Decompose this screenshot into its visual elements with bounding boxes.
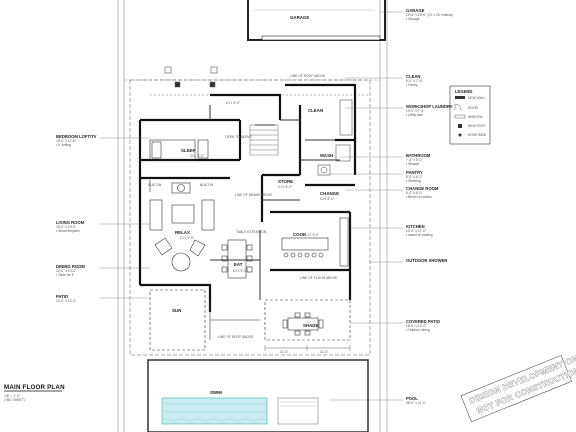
callout-detail: 16'-0" x 12'-0" (406, 324, 427, 328)
room-label-clean: CLEAN (308, 108, 323, 113)
callout-detail-2: • Island w/ seating (406, 233, 433, 237)
dining-table (221, 239, 253, 279)
site-lines (117, 0, 388, 432)
callout-detail-2: • Shower (406, 162, 420, 166)
callout-detail: 10'-0" x 14'-0" (56, 299, 77, 303)
cook-ceiling-height: C.H. 9'-0" (305, 233, 320, 237)
callout-detail-2: • Wood fireplace (56, 229, 80, 233)
upper-ceiling-height: C.H. 9'-0" (226, 101, 241, 105)
room-label-store: STORE (278, 179, 293, 184)
note-table-extension: TABLE EXTENSION (236, 230, 267, 234)
callout-detail: 38'-0" x 11'-0" (406, 401, 427, 405)
room-label-cook: COOK (293, 232, 307, 237)
dimension-line (264, 345, 351, 351)
bed (149, 139, 209, 161)
room-label-relax: RELAX (175, 230, 190, 235)
legend-item-0: NEW WALL (468, 96, 486, 100)
callout-title: CHANGE ROOM (406, 186, 439, 191)
living-furniture (149, 180, 215, 272)
kitchen-island (281, 217, 349, 267)
note-line-of-beams-above: LINE OF BEAMS ABOVE (235, 193, 273, 197)
callout-detail: 10'-0" x 7'-6" (406, 109, 425, 113)
callout-title: KITCHEN (406, 224, 425, 229)
drawing-scale: 1/8" = 1'-0" (4, 394, 21, 398)
drawing-sheet: (TBD SHEET) (4, 398, 25, 402)
room-label-shade: SHADE (303, 323, 318, 328)
room-label-change: CHANGE (320, 191, 339, 196)
stairs (249, 124, 279, 156)
legend-item-3: NEW POST (468, 124, 486, 128)
legend-title: LEGEND (455, 89, 472, 94)
note-line-of-roof-above-top: LINE OF ROOF ABOVE (290, 74, 326, 78)
sleep-ceiling-height: C.H. 9'-0" (190, 154, 205, 158)
note-line-of-roof-above-bottom: LINE OF ROOF ABOVE (218, 335, 254, 339)
callout-title: DINING ROOM (56, 264, 85, 269)
callout-title: BEDROOM LOFT/TV (56, 134, 97, 139)
legend-item-4: HOSE BIBB (468, 133, 487, 137)
callout-detail: 8'-0" x 6'-0" (406, 191, 423, 195)
note-built-in-right: BUILT-IN (200, 183, 214, 187)
room-label-swim: SWIM (210, 390, 222, 395)
callout-detail-2: • Outdoor dining (406, 328, 430, 332)
legend-item-2: WINDOW (468, 115, 483, 119)
dimension-a: 11'-0" (280, 350, 289, 354)
callout-detail-2: • Pantry (406, 83, 418, 87)
callout-detail: 12'-0" x 10'-0" (56, 269, 77, 273)
callout-title: PATIO (56, 294, 69, 299)
change-ceiling-height: C.H. 8'-0" (320, 197, 335, 201)
clean-wash-fixtures (317, 99, 353, 176)
callout-detail: 13'-0" x 11'-0" (406, 229, 427, 233)
dimension-b: 11'-0" (320, 350, 329, 354)
callout-title: CLEAN (406, 74, 420, 79)
callout-detail-2: • 9' ceiling (56, 143, 71, 147)
callout-title: OUTDOOR SHOWER (406, 258, 447, 263)
design-stamp: DESIGN DEVELOPMENT ONLY NOT FOR CONSTRUC… (460, 349, 576, 423)
callout-detail-2: • Table for 8 (56, 273, 74, 277)
store-ceiling-height: C.H. 8'-0" (278, 185, 293, 189)
callout-detail: 9'-0" x 7'-6" (406, 79, 423, 83)
callout-title: COVERED PATIO (406, 319, 441, 324)
callout-detail: 6'-0" x 6'-0" (406, 175, 423, 179)
callout-detail-2: • Shelving (406, 179, 421, 183)
callout-detail: 20'-6" x 19'-6" (23' x 20' exterior) (406, 13, 453, 17)
legend-item-1: DOOR (468, 106, 479, 110)
relax-ceiling-height: C.H. 9'-0" (180, 236, 195, 240)
callout-title: POOL (406, 396, 418, 401)
drawing-title: MAIN FLOOR PLAN (4, 384, 65, 391)
callout-detail: 7'-6" x 5'-0" (406, 158, 423, 162)
room-label-eat: EAT (234, 262, 243, 267)
callout-detail: 15'-0" x 11'-6" (56, 139, 77, 143)
title-block: MAIN FLOOR PLAN 1/8" = 1'-0" (TBD SHEET) (4, 384, 65, 402)
sun-deck (149, 289, 260, 351)
callout-detail-2: • Bench & lockers (406, 195, 432, 199)
pool: SWIM (147, 359, 369, 432)
callout-detail: 16'-0" x 14'-0" (56, 225, 77, 229)
callout-detail-2: • Utility sink (406, 113, 423, 117)
room-label-wash: WASH (320, 153, 333, 158)
eat-ceiling-height: C.H. 9'-0" (233, 269, 248, 273)
callout-title: BATHROOM (406, 153, 431, 158)
legend: LEGEND NEW WALL DOOR WINDOW NEW POST HOS… (449, 85, 491, 145)
callout-title: PANTRY (406, 170, 423, 175)
note-open-to-above: OPEN TO ABOVE (225, 135, 253, 139)
room-label-garage: GARAGE (290, 15, 309, 20)
callout-detail-2: • Storage (406, 17, 420, 21)
room-label-sleep: SLEEP (181, 148, 195, 153)
room-label-sun: SUN (172, 308, 181, 313)
callout-title: GARAGE (406, 8, 425, 13)
note-line-of-floor-above: LINE OF FLOOR ABOVE (300, 276, 338, 280)
note-built-in-left: BUILT-IN (148, 183, 162, 187)
callout-title: WORKSHOP LAUNDRY (406, 104, 453, 109)
shade-patio (264, 299, 351, 341)
callout-title: LIVING ROOM (56, 220, 85, 225)
roof-outline: LINE OF ROOF ABOVE (129, 66, 371, 356)
garage: GARAGE (247, 0, 386, 41)
